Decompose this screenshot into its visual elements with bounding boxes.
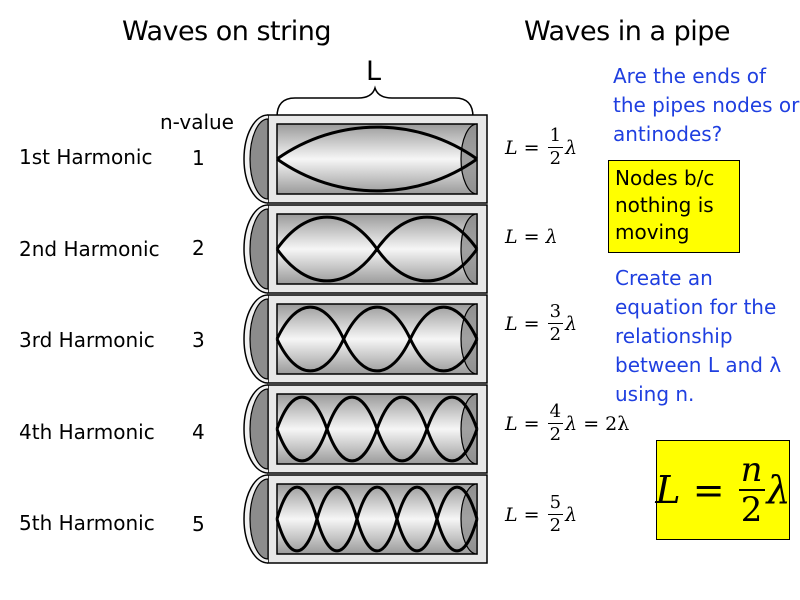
pipe-row-4 bbox=[243, 384, 488, 474]
length-label: L bbox=[366, 56, 382, 87]
question-create-equation: Create an equation for the relationship … bbox=[615, 266, 782, 406]
n-value-1: 1 bbox=[192, 146, 205, 170]
n-value-5: 5 bbox=[192, 512, 205, 536]
pipe-row-1 bbox=[243, 114, 488, 204]
standing-wave-lower bbox=[275, 513, 479, 553]
eq5-numerator: 5 bbox=[547, 492, 564, 515]
pipe-row-2 bbox=[243, 204, 488, 294]
eq2-lhs: L bbox=[505, 226, 518, 248]
eq3-lambda: λ bbox=[565, 312, 578, 335]
question-ends-nodes: Are the ends of the pipes nodes or antin… bbox=[613, 64, 800, 146]
n-value-4: 4 bbox=[192, 420, 205, 444]
eq2-lambda: λ bbox=[545, 226, 558, 248]
eq4-equals: = bbox=[523, 412, 540, 435]
standing-wave-upper bbox=[276, 125, 478, 161]
eq3-lhs: L bbox=[505, 312, 518, 335]
pipe-left-cap bbox=[249, 208, 269, 290]
pipe-right-cap bbox=[460, 393, 478, 465]
general-eq-equals: = bbox=[692, 468, 725, 512]
eq5-equals: = bbox=[523, 503, 540, 526]
eq4-numerator: 4 bbox=[547, 401, 564, 424]
harmonic-label-1: 1st Harmonic bbox=[19, 145, 153, 169]
general-eq-numerator: n bbox=[738, 450, 765, 491]
harmonic-label-4: 4th Harmonic bbox=[19, 420, 155, 444]
eq5-denominator: 2 bbox=[549, 515, 562, 536]
pipe-right-cap bbox=[460, 483, 478, 555]
equation-2: L = λ bbox=[505, 226, 558, 248]
pipe-left-cap bbox=[249, 478, 269, 560]
pipe-tube bbox=[276, 303, 478, 375]
eq3-equals: = bbox=[523, 312, 540, 335]
eq1-denominator: 2 bbox=[549, 148, 562, 169]
standing-wave-lower bbox=[275, 424, 479, 463]
harmonic-label-2: 2nd Harmonic bbox=[19, 237, 160, 261]
eq1-equals: = bbox=[523, 136, 540, 159]
eq1-lhs: L bbox=[505, 136, 518, 159]
eq5-lambda: λ bbox=[565, 503, 578, 526]
pipe-tube bbox=[276, 483, 478, 555]
pipe-right-cap bbox=[460, 213, 478, 285]
eq3-numerator: 3 bbox=[547, 301, 564, 324]
general-eq-lhs: L bbox=[655, 468, 681, 512]
eq1-numerator: 1 bbox=[547, 125, 564, 148]
title-waves-in-pipe: Waves in a pipe bbox=[524, 16, 730, 47]
general-eq-denominator: 2 bbox=[740, 490, 763, 530]
title-waves-on-string: Waves on string bbox=[122, 16, 331, 47]
pipe-tube bbox=[276, 123, 478, 195]
pipe-row-5 bbox=[243, 474, 488, 564]
eq5-lhs: L bbox=[505, 503, 518, 526]
answer-text: Nodes b/c nothing is moving bbox=[615, 166, 715, 244]
length-brace bbox=[276, 85, 474, 118]
eq4-lambda: λ bbox=[565, 412, 578, 435]
pipe-right-cap bbox=[460, 123, 478, 195]
pipe-row-3 bbox=[243, 294, 488, 384]
pipe-left-cap bbox=[249, 388, 269, 470]
n-value-header: n-value bbox=[160, 110, 234, 134]
standing-wave-lower bbox=[275, 246, 479, 283]
eq3-denominator: 2 bbox=[549, 324, 562, 345]
pipe-left-cap bbox=[249, 298, 269, 380]
standing-wave-upper bbox=[275, 485, 479, 525]
eq4-denominator: 2 bbox=[549, 424, 562, 445]
standing-wave-lower bbox=[275, 335, 479, 373]
pipe-left-cap bbox=[249, 118, 269, 200]
harmonic-label-3: 3rd Harmonic bbox=[19, 328, 155, 352]
standing-wave-lower bbox=[276, 157, 478, 193]
eq4-lhs: L bbox=[505, 412, 518, 435]
answer-box-nodes: Nodes b/c nothing is moving bbox=[608, 160, 740, 253]
eq1-lambda: λ bbox=[565, 136, 578, 159]
general-eq-lambda: λ bbox=[766, 468, 791, 512]
eq2-equals: = bbox=[523, 226, 540, 248]
eq4-simplified: = 2λ bbox=[583, 412, 630, 435]
n-value-3: 3 bbox=[192, 328, 205, 352]
standing-wave-upper bbox=[275, 305, 479, 343]
harmonic-label-5: 5th Harmonic bbox=[19, 511, 155, 535]
n-value-2: 2 bbox=[192, 236, 205, 260]
